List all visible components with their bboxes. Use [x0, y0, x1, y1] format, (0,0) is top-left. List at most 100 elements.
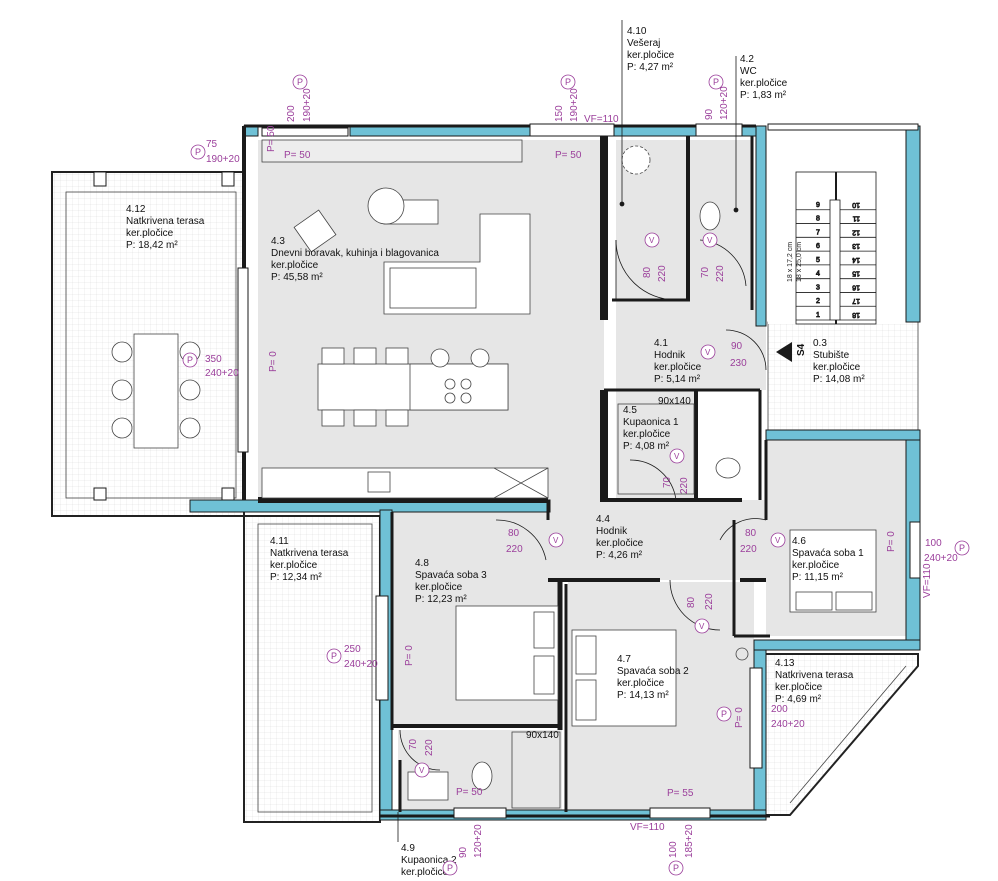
- window-dim-a-2: 150: [554, 105, 565, 122]
- door-dim-a-3: 70: [662, 476, 673, 488]
- floor-living: [258, 140, 604, 500]
- window-dim-a-8: 90: [458, 846, 469, 858]
- floor-hall-4-1: [616, 300, 766, 390]
- window-bedroom-1: [909, 521, 921, 579]
- p-mark-3: P: [713, 77, 719, 87]
- stair-step-number: 13: [852, 242, 860, 249]
- shower-size-1: 90x140: [658, 396, 691, 407]
- svg-text:V: V: [419, 766, 425, 775]
- window-living-west: [237, 267, 249, 453]
- svg-text:V: V: [649, 236, 655, 245]
- room-label-4-10: 4.10 Vešeraj ker.pločice P: 4,27 m²: [627, 26, 677, 73]
- p-mark-4: P: [195, 147, 201, 157]
- window-dim-b-3: 120+20: [719, 86, 730, 120]
- p-mark-7: P: [959, 543, 965, 553]
- door-dim-b-0: 220: [657, 265, 668, 282]
- room-label-4-1: 4.1 Hodnik ker.pločice P: 5,14 m²: [654, 338, 704, 385]
- stair-step-number: 6: [816, 243, 820, 250]
- washer: [621, 145, 651, 175]
- door-dim-b-5: 220: [740, 544, 757, 555]
- vf-mark-3: VF=110: [922, 563, 933, 598]
- stair-step-number: 2: [816, 298, 820, 305]
- window-dim-a-5: 100: [925, 538, 942, 549]
- room-label-4-12: 4.12 Natkrivena terasa ker.pločice P: 18…: [126, 204, 207, 251]
- room-label-4-7: 4.7 Spavaća soba 2 ker.pločice P: 14,13 …: [617, 654, 692, 701]
- p50-mark-2: P= 50: [555, 150, 582, 161]
- door-dim-a-0: 80: [642, 266, 653, 278]
- svg-text:V: V: [707, 236, 713, 245]
- svg-text:V: V: [699, 622, 705, 631]
- window-living-north: [261, 127, 349, 137]
- svg-text:V: V: [674, 452, 680, 461]
- door-dim-a-7: 70: [408, 738, 419, 750]
- window-wc: [695, 123, 743, 137]
- stair-step-number: 9: [816, 202, 820, 209]
- window-dim-b-8: 120+20: [473, 824, 484, 858]
- room-label-4-3: 4.3 Dnevni boravak, kuhinja i blagovanic…: [271, 236, 442, 283]
- shower-2: [511, 731, 561, 809]
- door-dim-b-2: 230: [730, 358, 747, 369]
- window-bedroom-2-south: [649, 807, 711, 819]
- window-dim-a-1: 200: [286, 105, 297, 122]
- window-dim-b-9: 185+20: [684, 824, 695, 858]
- p50-mark-3: P= 50: [266, 125, 277, 152]
- door-dim-b-7: 220: [424, 739, 435, 756]
- p0-mark-4: P= 0: [886, 531, 897, 552]
- stair-landing: [767, 321, 919, 433]
- kitchen-counter: [261, 467, 549, 499]
- door-dim-b-3: 220: [679, 477, 690, 494]
- stair-step-number: 3: [816, 284, 820, 291]
- p-mark-8: P: [447, 863, 453, 873]
- p-mark-2: P: [565, 77, 571, 87]
- toilet-wc: [699, 201, 721, 231]
- section-mark: S4: [796, 343, 807, 356]
- stair-step-number: 10: [852, 201, 860, 208]
- room-label-4-11: 4.11 Natkrivena terasa ker.pločice P: 12…: [270, 536, 351, 583]
- furniture: [111, 139, 877, 809]
- door-dim-a-2: 90: [731, 341, 743, 352]
- stair-step-number: 17: [852, 297, 860, 304]
- sofa: [383, 213, 531, 315]
- window-dim-a-0: 75: [206, 139, 218, 150]
- washbasin-2: [407, 771, 449, 801]
- window-dim-b-2: 190+20: [569, 88, 580, 122]
- stair-step-number: 18: [852, 311, 860, 318]
- floor-bath-1: [616, 390, 696, 500]
- window-dim-a-3: 90: [704, 108, 715, 120]
- room-label-4-4: 4.4 Hodnik ker.pločice P: 4,26 m²: [596, 514, 646, 561]
- toilet-bath-1: [715, 457, 741, 479]
- room-label-0-3: 0.3 Stubište ker.pločice P: 14,08 m²: [813, 338, 865, 385]
- room-labels: 4.3 Dnevni boravak, kuhinja i blagovanic…: [126, 26, 867, 878]
- p50-mark-4: P= 50: [456, 787, 483, 798]
- door-dim-b-6: 220: [704, 593, 715, 610]
- window-dim-b-4: 240+20: [205, 368, 239, 379]
- p-mark-1: P: [297, 77, 303, 87]
- column-1: [735, 647, 749, 661]
- room-label-4-9: 4.9 Kupaonica 2 ker.pločice: [401, 843, 459, 878]
- lamp: [367, 187, 405, 225]
- vf-mark-1: VF=110: [584, 114, 619, 125]
- stair-step-number: 15: [852, 270, 860, 277]
- stair-step-number: 7: [816, 229, 820, 236]
- p55-mark: P= 55: [667, 788, 694, 799]
- window-dim-a-6: 250: [344, 644, 361, 655]
- window-bath-2: [453, 807, 507, 819]
- door-dim-a-4: 80: [508, 528, 520, 539]
- window-dim-a-4: 350: [205, 354, 222, 365]
- window-bedroom-3: [375, 595, 389, 701]
- door-dim-a-5: 80: [745, 528, 757, 539]
- door-dim-b-1: 220: [715, 265, 726, 282]
- section-arrow: [776, 342, 792, 362]
- shower-size-2: 90x140: [526, 730, 559, 741]
- shower-1: [617, 403, 695, 495]
- room-label-4-6: 4.6 Spavaća soba 1 ker.pločice P: 11,15 …: [792, 536, 867, 583]
- room-label-4-8: 4.8 Spavaća soba 3 ker.pločice P: 12,23 …: [415, 558, 490, 605]
- terrace-4-11: [243, 515, 381, 823]
- room-label-4-2: 4.2 WC ker.pločice P: 1,83 m²: [740, 54, 790, 101]
- dining-table: [133, 333, 179, 449]
- stair-step-number: 12: [852, 228, 860, 235]
- svg-text:V: V: [705, 348, 711, 357]
